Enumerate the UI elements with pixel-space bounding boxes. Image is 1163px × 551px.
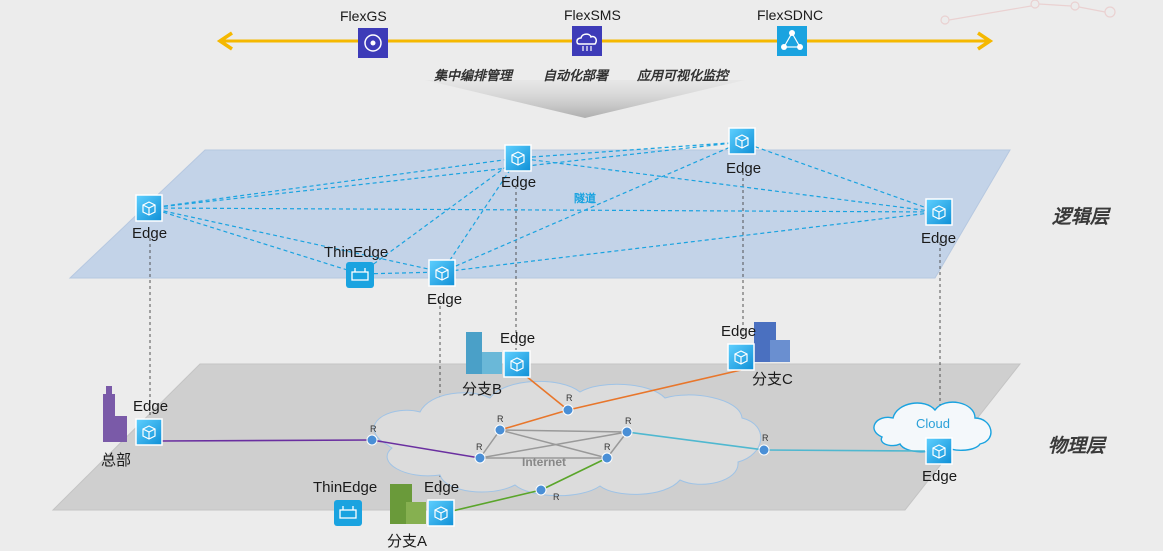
edge-device-icon [925, 437, 953, 465]
tool-label-flexsdnc: FlexSDNC [757, 7, 824, 23]
edge-device-icon [925, 198, 953, 226]
branch-a-building-icon [390, 484, 426, 524]
tool-label-flexsms: FlexSMS [564, 7, 621, 23]
flexgs-icon[interactable] [358, 28, 388, 58]
internet-cloud [373, 380, 762, 497]
logical-edge-c-label: Edge [726, 160, 762, 177]
function-monitoring: 应用可视化监控 [637, 68, 729, 83]
logical-thinedge-label: ThinEdge [324, 244, 389, 261]
site-name-branch-b: 分支B [462, 381, 503, 398]
edge-device-icon [727, 343, 755, 371]
decorative-molecule [940, 0, 1116, 25]
tunnel-label: 隧道 [574, 193, 596, 205]
tool-label-flexgs: FlexGS [340, 8, 387, 24]
router-label: R [762, 433, 769, 443]
logical-edge-hq-label: Edge [132, 225, 168, 242]
logical-plane [68, 149, 1011, 279]
physical-edge-cloud-label: Edge [922, 468, 958, 485]
physical-edge-a-label: Edge [424, 479, 460, 496]
flexsdnc-icon[interactable] [777, 26, 807, 56]
site-name-branch-c: 分支C [752, 371, 793, 388]
function-deployment: 自动化部署 [543, 68, 609, 83]
edge-device-icon [135, 194, 163, 222]
router-icon [366, 434, 378, 446]
logical-edge-b-label: Edge [501, 174, 537, 191]
site-name-hq: 总部 [101, 452, 132, 469]
hq-building-icon [103, 386, 127, 442]
router-icon [535, 484, 547, 496]
router-label: R [476, 442, 483, 452]
thinedge-icon [346, 262, 374, 288]
thinedge-icon [334, 500, 362, 526]
internet-label: Internet [522, 455, 567, 469]
edge-device-icon [135, 418, 163, 446]
router-icon [758, 444, 770, 456]
branch-c-building-icon [754, 322, 790, 362]
router-icon [494, 424, 506, 436]
physical-edge-hq-label: Edge [133, 398, 169, 415]
edge-device-icon [428, 259, 456, 287]
router-label: R [370, 424, 377, 434]
site-name-branch-a: 分支A [387, 533, 428, 550]
flexsms-icon[interactable] [572, 26, 602, 56]
edge-device-icon [728, 127, 756, 155]
router-label: R [604, 442, 611, 452]
edge-device-icon [504, 144, 532, 172]
management-arrow [216, 31, 994, 51]
router-label: R [553, 492, 560, 502]
router-label: R [497, 414, 504, 424]
physical-edge-b-label: Edge [500, 330, 536, 347]
router-icon [621, 426, 633, 438]
router-icon [601, 452, 613, 464]
control-funnel [425, 80, 745, 118]
router-icon [562, 404, 574, 416]
edge-device-icon [427, 499, 455, 527]
router-label: R [625, 416, 632, 426]
public-cloud-outline [873, 401, 992, 453]
logical-layer-label: 逻辑层 [1052, 207, 1110, 228]
edge-device-icon [503, 350, 531, 378]
logical-edge-cloud-label: Edge [921, 230, 957, 247]
tunnel-mesh [149, 141, 939, 275]
branch-b-building-icon [466, 332, 502, 374]
function-orchestration: 集中编排管理 [434, 68, 513, 83]
router-label: R [566, 393, 573, 403]
physical-thinedge-label: ThinEdge [313, 479, 378, 496]
routers [366, 404, 770, 496]
physical-layer-label: 物理层 [1048, 436, 1106, 457]
cloud-label: Cloud [916, 416, 950, 431]
physical-edge-c-label: Edge [721, 323, 757, 340]
logical-edge-a-label: Edge [427, 291, 463, 308]
router-icon [474, 452, 486, 464]
